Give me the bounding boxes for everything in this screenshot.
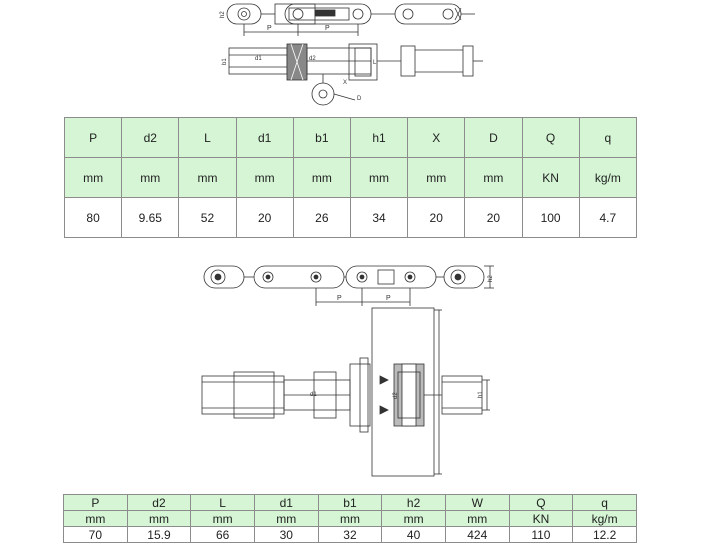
table-value-cell: 100 [521, 197, 580, 238]
table-header-cell: q [572, 494, 637, 511]
table-value-cell: 70 [63, 526, 128, 543]
table-header-cell: d2 [126, 494, 192, 511]
table-value-cell: 32 [317, 526, 383, 543]
table-unit-cell: mm [349, 157, 409, 198]
table-unit-cell: mm [190, 510, 255, 527]
dim-label-d1: d1 [310, 392, 317, 398]
table-unit-cell: mm [292, 157, 351, 198]
table-value-cell: 30 [253, 526, 319, 543]
table-unit-cell: mm [121, 157, 180, 198]
table-unit-cell: mm [444, 510, 510, 527]
table-value-cell: 110 [508, 526, 574, 543]
table-value-cell: 424 [444, 526, 510, 543]
dim-label-d: D [357, 96, 362, 102]
table-header-cell: h2 [381, 494, 446, 511]
table-row: mm mm mm mm mm mm mm mm KN kg/m [63, 157, 638, 198]
table-unit-cell: mm [464, 157, 523, 198]
dim-label-h1: h1 [478, 391, 484, 398]
dim-label-p1: P [337, 295, 342, 302]
table-value-cell: 26 [292, 197, 351, 238]
table-unit-cell: mm [253, 510, 319, 527]
table-value-cell: 80 [63, 197, 123, 238]
side-view-links [203, 265, 494, 289]
table-value-cell: 20 [235, 197, 294, 238]
table-value-cell: 20 [407, 197, 466, 238]
dim-label-p1: P [267, 25, 272, 32]
table-header-cell: h1 [349, 117, 409, 158]
table-header-cell: L [178, 117, 237, 158]
table-unit-cell: mm [63, 510, 128, 527]
table-unit-cell: mm [317, 510, 383, 527]
table-value-cell: 9.65 [121, 197, 180, 238]
table-value-cell: 40 [381, 526, 446, 543]
table-unit-cell: mm [63, 157, 123, 198]
table-header-cell: Q [521, 117, 580, 158]
table-header-cell: D [464, 117, 523, 158]
table-value-cell: 15.9 [126, 526, 192, 543]
dim-label-d1: d1 [255, 56, 262, 62]
table-header-cell: L [190, 494, 255, 511]
dim-label-b1: b1 [222, 58, 228, 65]
chain-drawing-bottom: P P h2 d1 d2 h1 [190, 258, 500, 484]
table-value-cell: 20 [464, 197, 523, 238]
table-header-cell: W [444, 494, 510, 511]
table-value-cell: 4.7 [578, 197, 638, 238]
dim-label-l: L [373, 60, 377, 66]
table-row: mm mm mm mm mm mm mm KN kg/m [63, 510, 637, 527]
dim-label-d2: d2 [309, 56, 316, 62]
table-unit-cell: mm [407, 157, 466, 198]
dim-label-p2: P [386, 295, 391, 302]
table-unit-cell: mm [126, 510, 192, 527]
dim-label-h2: h2 [488, 275, 494, 282]
spec-table-2: P d2 L d1 b1 h2 W Q q mm mm mm mm mm mm … [63, 494, 637, 543]
dim-label-d2: d2 [393, 392, 399, 399]
dim-label-p2: P [325, 25, 330, 32]
chain-drawing-top: P P h2 b1 d1 d2 L X D [215, 0, 505, 110]
dim-label-h2: h2 [220, 11, 226, 18]
table-header-cell: b1 [317, 494, 383, 511]
dimension-p [243, 24, 359, 36]
table-header-cell: Q [508, 494, 574, 511]
table-header-cell: b1 [292, 117, 351, 158]
table-row: P d2 L d1 b1 h1 X D Q q [63, 117, 638, 158]
table-unit-cell: mm [381, 510, 446, 527]
table-unit-cell: mm [235, 157, 294, 198]
plan-view-links [201, 357, 490, 433]
table-unit-cell: kg/m [572, 510, 637, 527]
side-view-links [226, 3, 475, 25]
table-header-cell: X [407, 117, 466, 158]
dim-label-x: X [343, 80, 347, 86]
table-unit-cell: kg/m [578, 157, 638, 198]
table-value-cell: 52 [178, 197, 237, 238]
table-row: P d2 L d1 b1 h2 W Q q [63, 494, 637, 511]
table-header-cell: q [578, 117, 638, 158]
table-header-cell: d1 [253, 494, 319, 511]
table-value-cell: 12.2 [572, 526, 637, 543]
lug-attachment [311, 74, 356, 106]
dimension-p [315, 288, 411, 306]
table-header-cell: P [63, 117, 123, 158]
table-value-cell: 34 [349, 197, 409, 238]
plan-view-links [228, 43, 483, 81]
flight-plate [371, 307, 442, 477]
spec-table-1: P d2 L d1 b1 h1 X D Q q mm mm mm mm mm m… [63, 117, 638, 238]
table-header-cell: d1 [235, 117, 294, 158]
table-value-cell: 66 [190, 526, 255, 543]
table-header-cell: d2 [121, 117, 180, 158]
table-unit-cell: KN [521, 157, 580, 198]
table-header-cell: P [63, 494, 128, 511]
table-unit-cell: mm [178, 157, 237, 198]
table-row: 80 9.65 52 20 26 34 20 20 100 4.7 [63, 197, 638, 238]
table-row: 70 15.9 66 30 32 40 424 110 12.2 [63, 526, 637, 543]
table-unit-cell: KN [508, 510, 574, 527]
